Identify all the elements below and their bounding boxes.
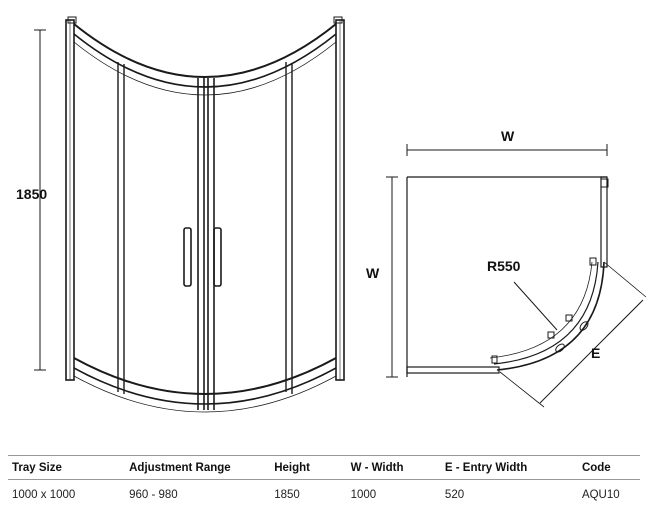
height-label: 1850 (16, 186, 47, 202)
header-code: Code (577, 455, 640, 480)
cell-code: AQU10 (581, 489, 620, 501)
spec-table: Tray Size Adjustment Range Height W - Wi… (8, 455, 640, 505)
bottom-rail (73, 357, 337, 395)
cell-adjustment-range: 960 - 980 (129, 489, 178, 501)
front-view (34, 16, 345, 413)
width-label-side: W (366, 265, 380, 281)
radius-leader (513, 281, 558, 331)
header-height: Height (270, 455, 347, 480)
cell-entry-width: 520 (444, 489, 465, 501)
table-row: 1000 x 1000 960 - 980 1850 1000 520 AQU1… (8, 480, 640, 506)
plan-curved-door (496, 261, 605, 371)
entry-label: E (591, 345, 600, 361)
plan-bottom-panel (406, 366, 500, 374)
right-door-handle (213, 227, 222, 287)
header-width: W - Width (346, 455, 441, 480)
radius-label: R550 (487, 258, 521, 274)
top-rail (73, 23, 337, 78)
header-entry-width: E - Entry Width (440, 455, 578, 480)
width-label-top: W (501, 128, 515, 144)
cell-tray-size: 1000 x 1000 (12, 489, 76, 501)
plan-right-panel (600, 176, 608, 268)
header-tray-size: Tray Size (8, 455, 126, 480)
entry-dimension-line (539, 299, 644, 404)
spec-table-header-row: Tray Size Adjustment Range Height W - Wi… (8, 455, 640, 480)
cell-height: 1850 (274, 489, 300, 501)
header-adjustment-range: Adjustment Range (125, 455, 271, 480)
left-door-handle (183, 227, 192, 287)
plan-view (386, 144, 647, 408)
cell-width: 1000 (350, 489, 377, 501)
